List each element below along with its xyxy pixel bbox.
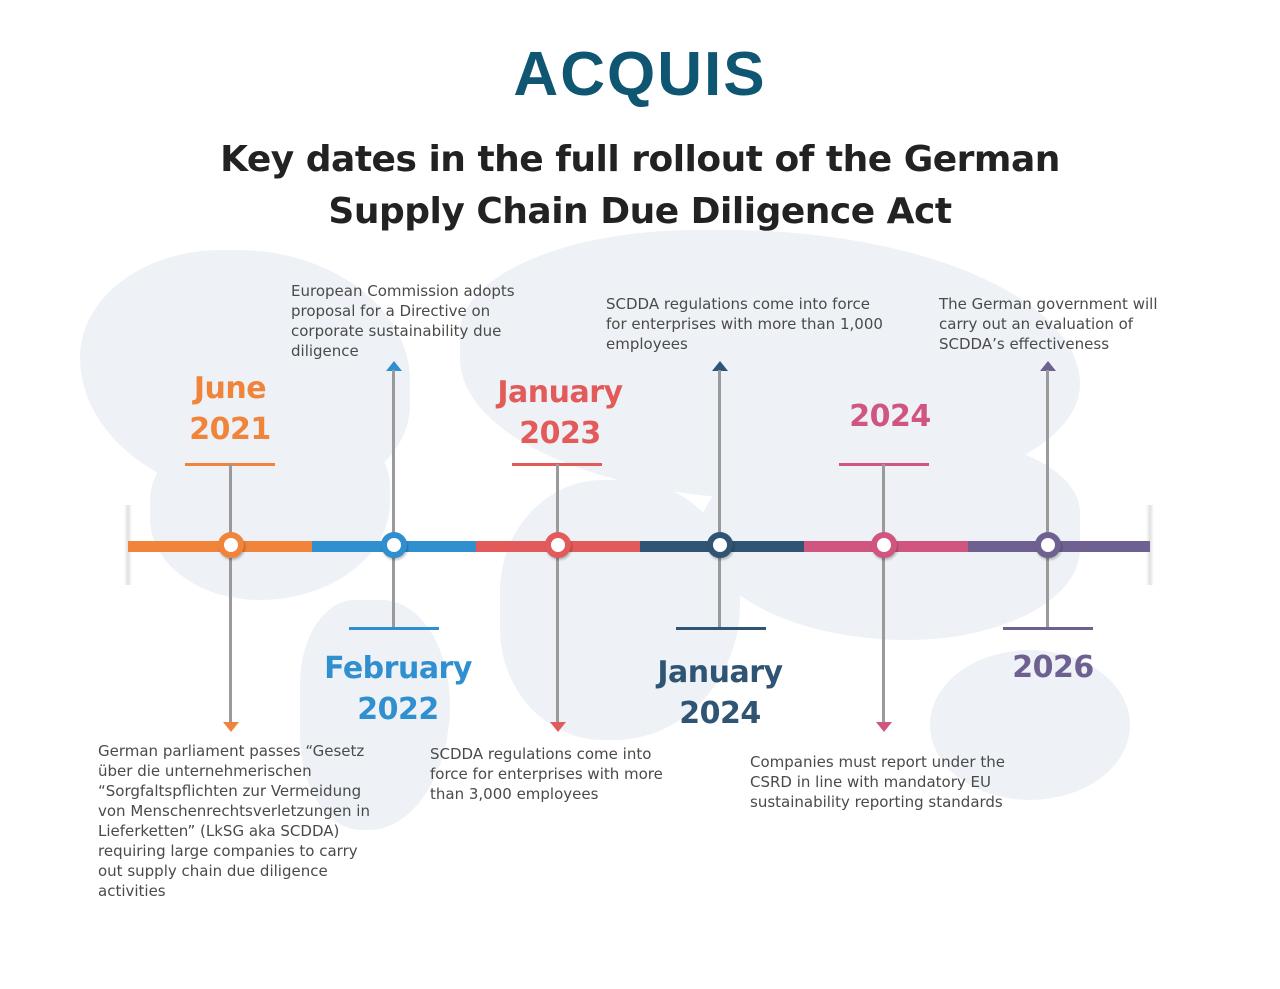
arrow-up-icon [712, 361, 728, 371]
arrow-up-icon [386, 361, 402, 371]
event-date-label: January 2023 [470, 372, 650, 454]
event-date-label: 2026 [973, 647, 1133, 688]
title-line-2: Supply Chain Due Diligence Act [328, 191, 952, 232]
event-year: 2023 [519, 416, 601, 451]
event-date-label: January 2024 [630, 652, 810, 734]
arrow-down-icon [876, 722, 892, 732]
label-underline [676, 627, 766, 630]
connector-line [1046, 370, 1049, 628]
event-description: SCDDA regulations come into force for en… [606, 295, 883, 353]
event-description: SCDDA regulations come into force for en… [430, 745, 663, 803]
connector-line [392, 370, 395, 628]
event-month: June [193, 371, 267, 406]
page-title: Key dates in the full rollout of the Ger… [0, 134, 1280, 238]
event-year: 2021 [189, 412, 271, 447]
arrow-up-icon [1040, 361, 1056, 371]
timeline-node [381, 532, 407, 558]
label-underline [349, 627, 439, 630]
arrow-down-icon [223, 722, 239, 732]
event-month: February [324, 651, 472, 686]
connector-line [882, 464, 885, 722]
acquis-logo: ACQUIS [513, 40, 767, 109]
event-description: The German government will carry out an … [939, 295, 1158, 353]
event-year: 2024 [849, 399, 931, 434]
timeline-node [545, 532, 571, 558]
event-month: January [657, 655, 783, 690]
event-date-label: 2024 [810, 396, 970, 437]
event-month: January [497, 375, 623, 410]
timeline-node [1035, 532, 1061, 558]
event-date-label: June 2021 [150, 368, 310, 450]
event-description: Companies must report under the CSRD in … [750, 753, 1005, 811]
timeline-right-edge [1146, 505, 1154, 585]
event-description: German parliament passes “Gesetz über di… [98, 742, 370, 900]
connector-line [556, 464, 559, 722]
event-description: European Commission adopts proposal for … [291, 282, 515, 360]
connector-line [229, 464, 232, 722]
timeline-node [871, 532, 897, 558]
timeline-node [707, 532, 733, 558]
event-year: 2024 [679, 696, 761, 731]
timeline-node [218, 532, 244, 558]
arrow-down-icon [550, 722, 566, 732]
label-underline [1003, 627, 1093, 630]
event-year: 2026 [1012, 650, 1094, 685]
event-date-label: February 2022 [298, 648, 498, 730]
connector-line [718, 370, 721, 628]
title-line-1: Key dates in the full rollout of the Ger… [220, 139, 1060, 180]
event-year: 2022 [357, 692, 439, 727]
